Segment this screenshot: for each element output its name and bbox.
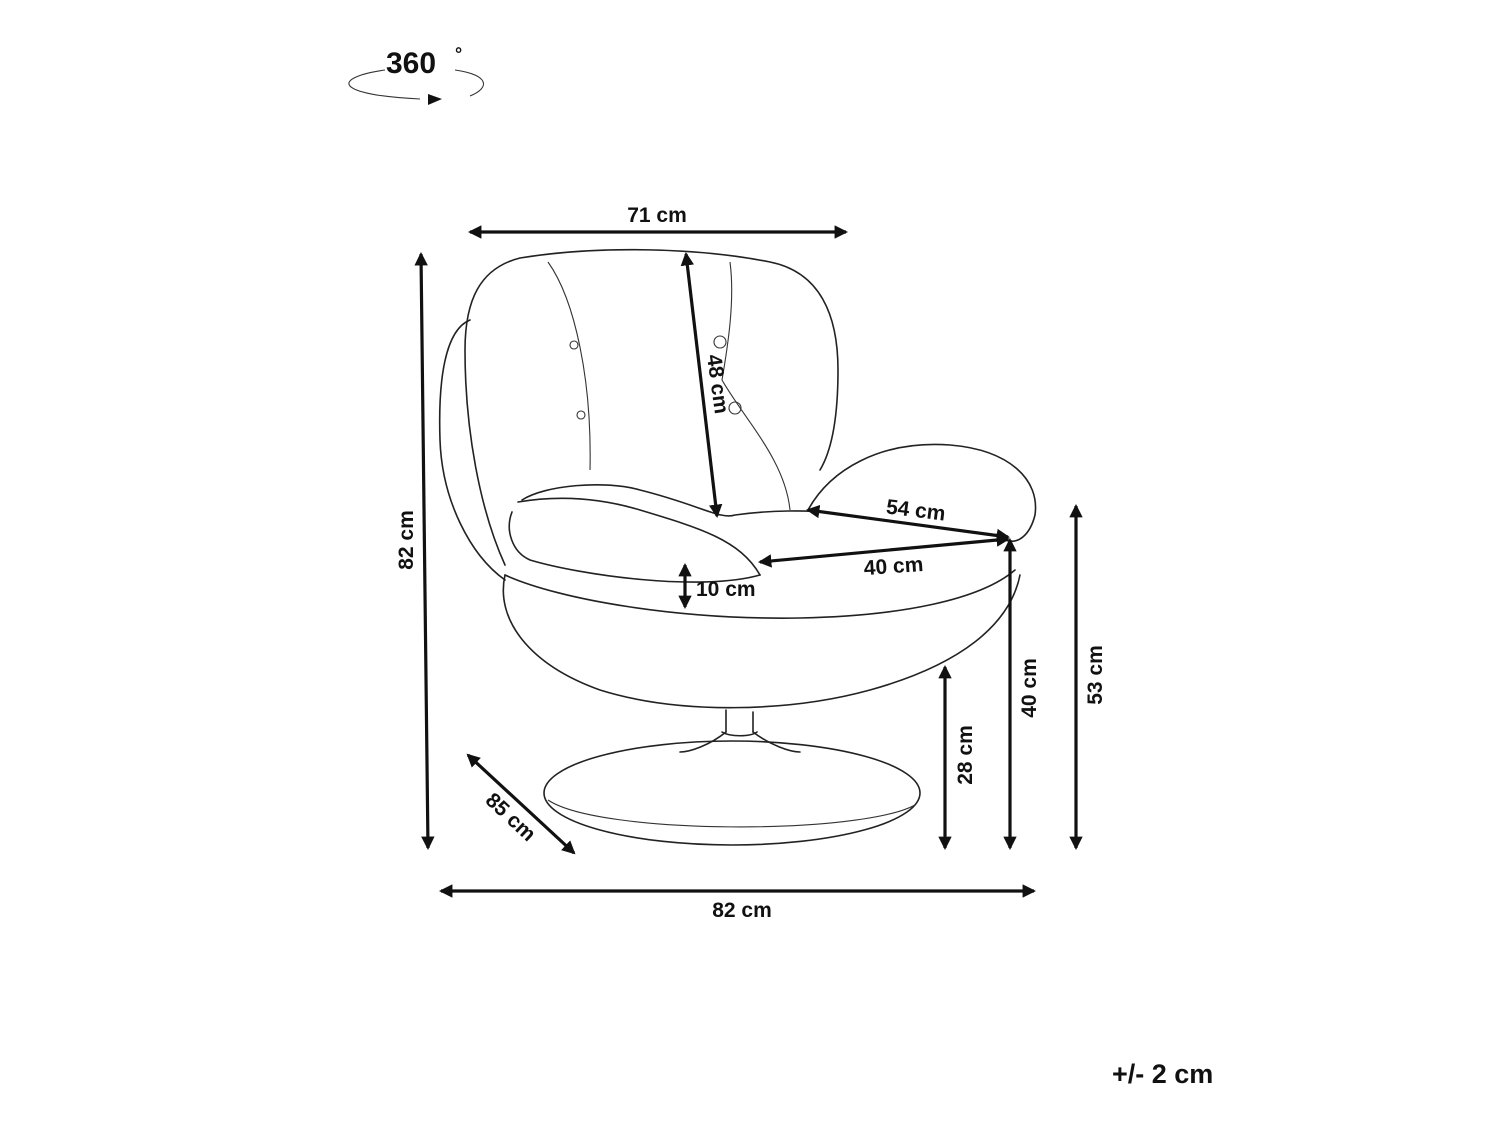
backrest-seam-left [547, 261, 591, 471]
arrow-seat-depth [806, 504, 1010, 543]
chair-stem [721, 709, 758, 737]
tuft-button-1 [713, 335, 727, 349]
label-width-top: 71 cm [627, 204, 687, 227]
label-cushion-thickness: 10 cm [696, 578, 756, 601]
degree-symbol: ° [455, 44, 462, 64]
label-armrest-gap: 40 cm [1018, 658, 1041, 718]
label-total-height: 82 cm [395, 510, 418, 570]
chair-seat-cushion [508, 484, 831, 583]
label-backrest-height: 48 cm [702, 353, 733, 415]
label-total-width: 82 cm [712, 899, 772, 922]
rotation-360-icon: 360 ° [348, 44, 485, 105]
chair-illustration [438, 248, 1037, 846]
chair-shell-bowl [502, 574, 1021, 709]
dimension-labels: 71 cm 48 cm 82 cm 54 cm 40 cm 10 cm 53 c… [395, 204, 1107, 922]
tuft-button-2 [728, 401, 742, 415]
label-seat-width: 40 cm [863, 553, 924, 580]
chair-base-disc [543, 740, 921, 846]
backrest-seam-right [721, 261, 791, 511]
arrow-total-height [414, 251, 435, 851]
tuft-button-3 [569, 340, 579, 350]
chair-backrest [464, 248, 839, 566]
arrow-seat-width [757, 533, 1011, 568]
chair-base [679, 731, 801, 753]
label-depth: 85 cm [481, 789, 540, 846]
rotation-label: 360 [386, 47, 436, 80]
arrow-depth [466, 753, 576, 855]
label-base-clearance: 28 cm [954, 725, 977, 785]
dimension-lines [414, 225, 1083, 898]
label-seat-height: 53 cm [1084, 645, 1107, 705]
tolerance-note: +/- 2 cm [1112, 1059, 1213, 1089]
arrow-backrest-height [680, 251, 723, 519]
chair-shell-side [438, 319, 506, 581]
tuft-button-4 [576, 410, 586, 420]
chair-armrest-right [807, 443, 1037, 542]
